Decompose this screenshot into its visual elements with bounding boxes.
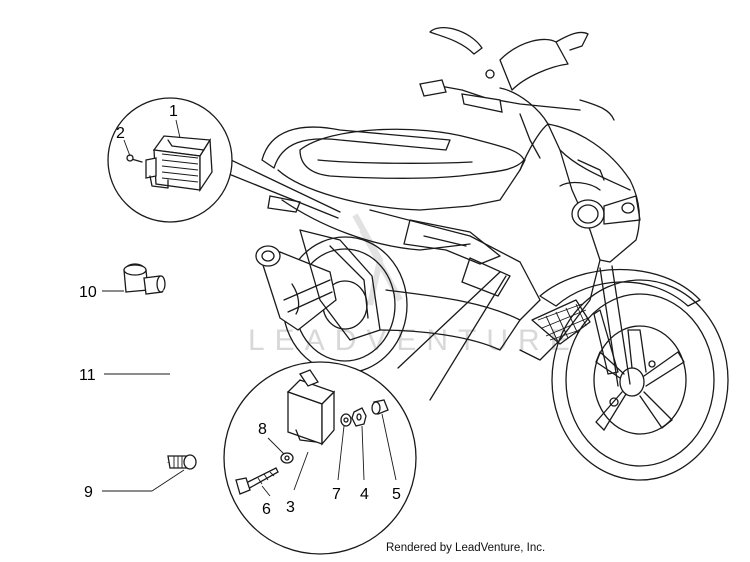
hv-cable-part xyxy=(163,289,186,463)
callout-labels: 1 2 3 4 5 6 7 8 9 10 11 xyxy=(79,103,401,518)
scooter-body xyxy=(261,27,641,361)
front-wheel xyxy=(551,279,729,481)
scooter-illustration xyxy=(255,27,729,481)
callout-9: 9 xyxy=(84,484,93,501)
screw-part xyxy=(126,154,143,163)
exhaust xyxy=(255,245,337,331)
regulator-detail-circle xyxy=(107,97,341,223)
spark-plug-cap-part xyxy=(123,263,166,295)
washer-small-part xyxy=(340,413,352,427)
washer-part xyxy=(280,452,294,464)
callout-1: 1 xyxy=(169,103,178,120)
callout-7: 7 xyxy=(332,486,341,503)
voltage-regulator-part xyxy=(145,135,213,193)
spacer-part xyxy=(371,399,389,415)
watermark-text: LEADVENTURE xyxy=(248,324,580,357)
callout-10: 10 xyxy=(79,284,97,301)
cable-terminal-part xyxy=(167,454,197,470)
callout-2: 2 xyxy=(116,125,125,142)
callout-11: 11 xyxy=(79,367,96,384)
callout-4: 4 xyxy=(360,486,369,503)
callout-6: 6 xyxy=(262,501,271,518)
cdi-unit-part xyxy=(286,369,336,446)
cdi-detail-circle xyxy=(223,271,507,555)
bolt-part xyxy=(235,467,279,495)
leader-lines xyxy=(102,119,397,497)
nut-part xyxy=(351,407,367,427)
callout-8: 8 xyxy=(258,421,267,438)
credit-text: Rendered by LeadVenture, Inc. xyxy=(386,542,546,554)
callout-5: 5 xyxy=(392,486,401,503)
callout-3: 3 xyxy=(286,499,295,516)
